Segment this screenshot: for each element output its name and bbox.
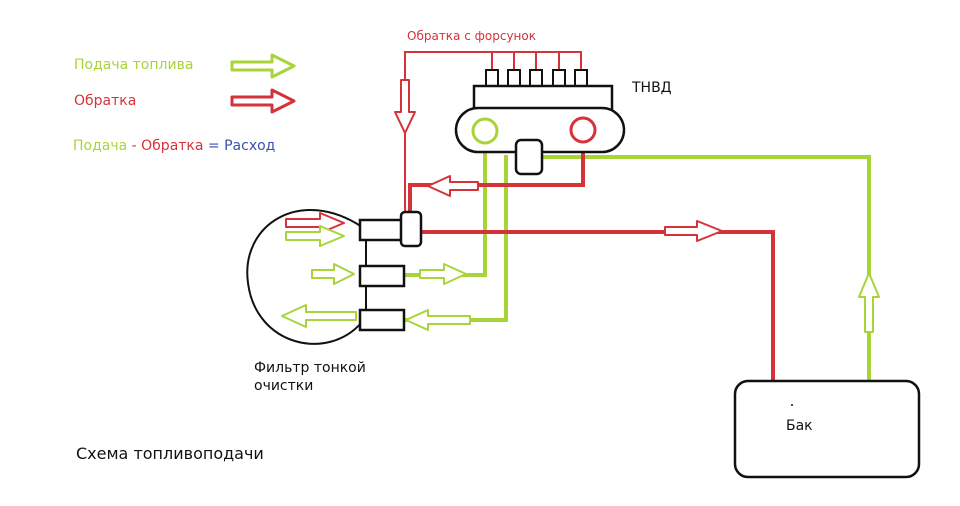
- filter-return-joint: [399, 210, 423, 248]
- equation-consumption: Расход: [224, 138, 275, 154]
- filter-to-tank-line: [422, 230, 775, 381]
- from-tank-up-arrow-icon: [858, 272, 880, 333]
- equation-minus: -: [127, 138, 141, 154]
- tank-to-pump-line: [543, 155, 871, 381]
- to-tank-right-arrow-icon: [664, 220, 723, 242]
- equation-return: Обратка: [141, 138, 203, 154]
- legend-return-label: Обратка: [74, 93, 136, 109]
- injector-return-ticks: [491, 52, 560, 70]
- legend-return-arrow-icon: [230, 88, 296, 114]
- injector-return-label: Обратка с форсунок: [407, 29, 536, 43]
- fuel-tank: [733, 379, 921, 479]
- legend-supply-arrow-icon: [230, 53, 296, 79]
- pump-injector-nozzles: [485, 69, 588, 87]
- tank-label: Бак: [786, 418, 813, 434]
- filter-label-line2: очистки: [254, 378, 313, 394]
- filter-top-port: [358, 218, 406, 242]
- legend-equation: Подача - Обратка = Расход: [73, 138, 275, 154]
- tank-dot: [791, 404, 793, 406]
- supply-lines: [402, 142, 871, 381]
- pump-return-to-filter-line: [408, 140, 585, 212]
- equation-equals: =: [203, 138, 224, 154]
- filter-middle-port: [358, 264, 406, 288]
- filter-body-outline: [246, 209, 363, 345]
- filter-mid-out-right-arrow-icon: [419, 263, 467, 285]
- diagram-caption: Схема топливоподачи: [76, 444, 264, 463]
- pump-label: ТНВД: [631, 80, 672, 96]
- filter-inside-bottom-left-arrow-icon: [281, 304, 357, 328]
- legend-supply-label: Подача топлива: [74, 57, 193, 73]
- pump-to-filter-mid-line: [402, 142, 487, 277]
- return-lines: [408, 140, 775, 381]
- filter-inside-mid-right-arrow-icon: [311, 263, 355, 285]
- filter-bottom-in-left-arrow-icon: [405, 309, 471, 331]
- pump-supply-connector: [514, 138, 544, 176]
- filter-inside-green-right-arrow-icon: [285, 225, 345, 247]
- filter-bottom-port: [358, 308, 406, 332]
- injector-return-down-arrow-icon: [394, 79, 416, 134]
- equation-supply: Подача: [73, 138, 127, 154]
- pump-return-left-arrow-icon: [427, 175, 479, 197]
- pump-return-port-icon: [569, 116, 597, 144]
- pump-supply-port-icon: [471, 117, 499, 145]
- pump-top-block: [472, 84, 614, 112]
- filter-label-line1: Фильтр тонкой: [254, 360, 366, 376]
- filter-inside-red-right-arrow-icon: [285, 212, 345, 234]
